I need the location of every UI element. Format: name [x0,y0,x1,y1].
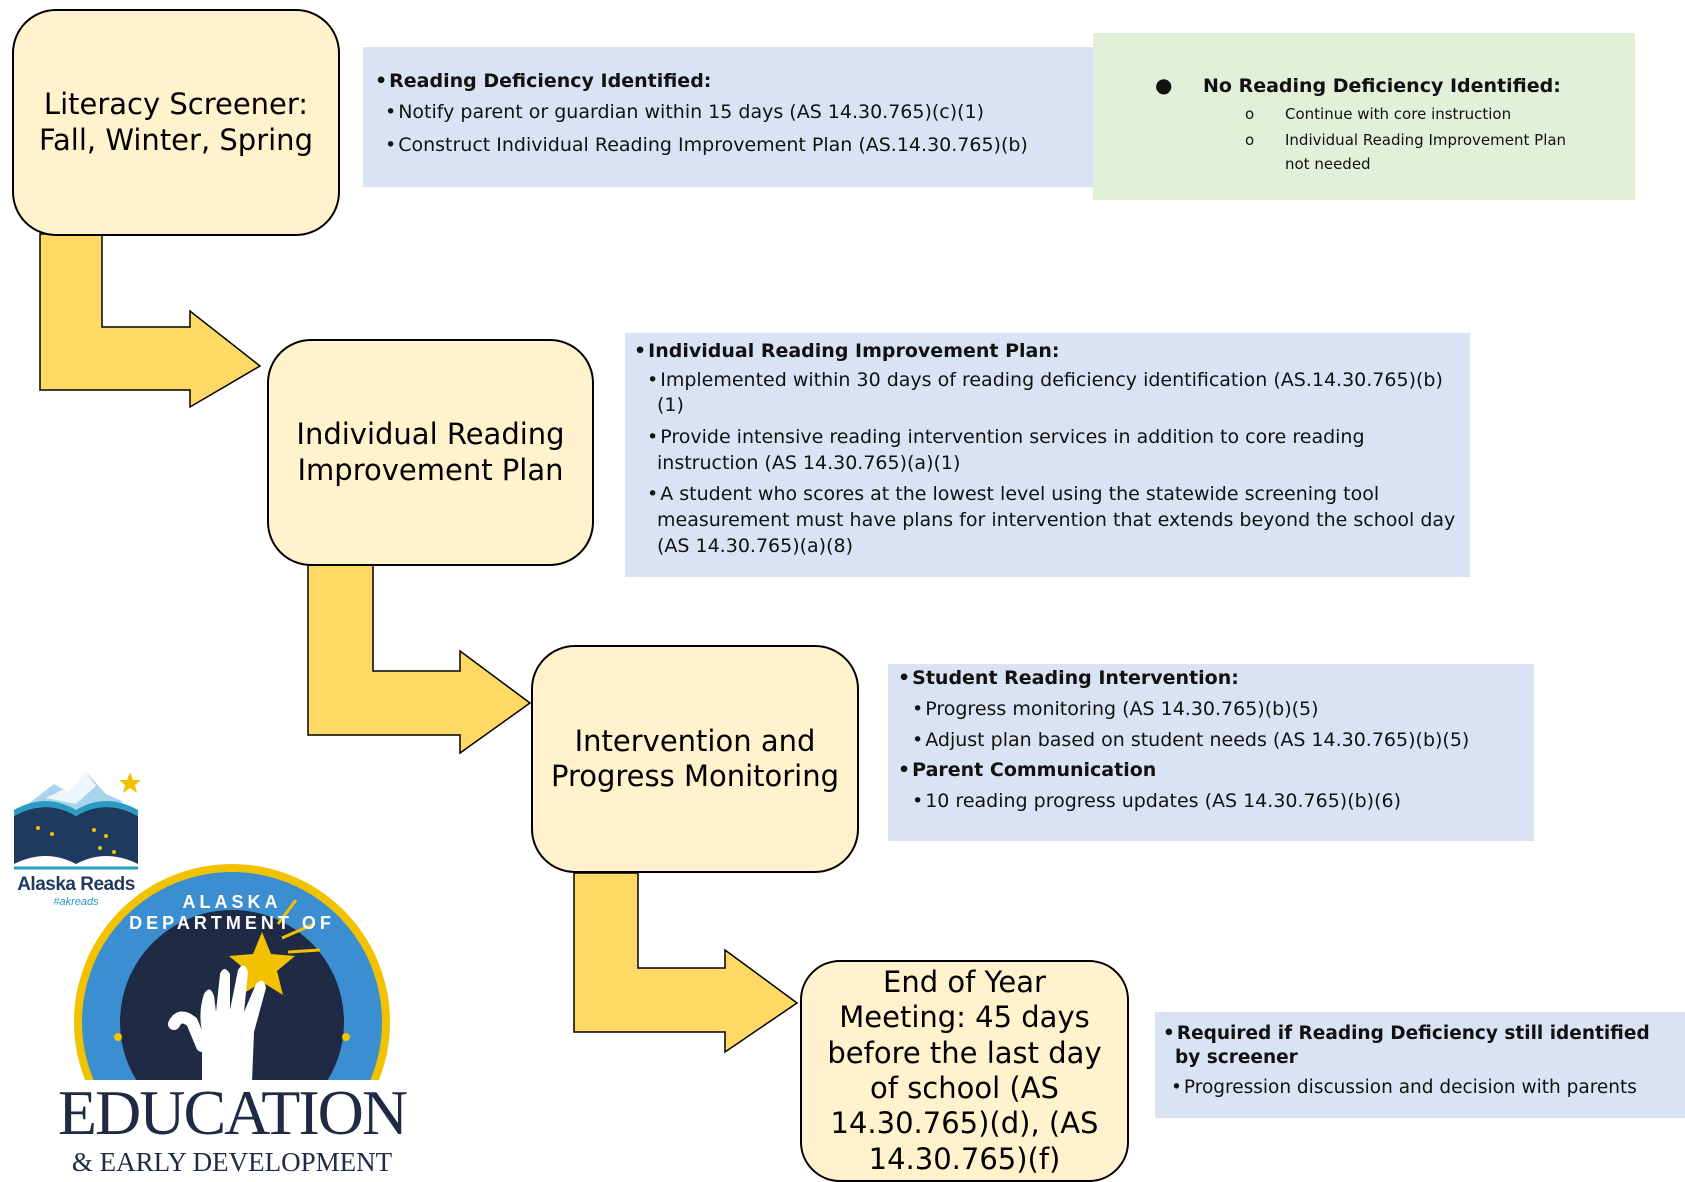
irip-label: Individual Reading Improvement Plan [296,417,565,487]
irip-heading: Individual Reading Improvement Plan: [634,339,1458,364]
no-deficiency-item: o Continue with core instruction [1155,103,1585,126]
intervention-heading: Student Reading Intervention: [898,666,1522,691]
department-seal-logo: ALASKA DEPARTMENT OF EDUCATION & EARLY D… [52,862,412,1180]
arrow-intervention-to-eoy [573,872,799,1054]
education-wordmark: EDUCATION [52,1080,412,1146]
alaska-reads-title: Alaska Reads [17,874,135,895]
seal-arc-text: ALASKA DEPARTMENT OF [129,892,335,933]
alaska-reads-logo: Alaska Reads #akreads [6,764,146,914]
no-deficiency-item-text: Individual Reading Improvement Plan not … [1285,130,1567,174]
intervention-item: Adjust plan based on student needs (AS 1… [898,728,1522,754]
eoy-box: End of Year Meeting: 45 days before the … [800,960,1129,1182]
deficiency-heading: Reading Deficiency Identified: [375,69,1083,94]
no-deficiency-item: o Individual Reading Improvement Plan no… [1155,128,1595,178]
irip-item: A student who scores at the lowest level… [634,482,1458,559]
irip-box: Individual Reading Improvement Plan [267,339,594,566]
irip-item: Provide intensive reading intervention s… [634,425,1458,476]
eoy-item: Progression discussion and decision with… [1163,1076,1679,1101]
open-book-icon [14,772,141,870]
eoy-panel: Required if Reading Deficiency still ide… [1155,1012,1685,1118]
eoy-label: End of Year Meeting: 45 days before the … [827,964,1102,1176]
no-deficiency-heading-text: No Reading Deficiency Identified: [1203,75,1561,97]
no-deficiency-panel: ● No Reading Deficiency Identified: o Co… [1093,33,1635,200]
intervention-item: 10 reading progress updates (AS 14.30.76… [898,789,1522,815]
eoy-heading: Required if Reading Deficiency still ide… [1163,1022,1679,1070]
deficiency-item: Construct Individual Reading Improvement… [375,133,1083,159]
circle-bullet-icon: o [1245,130,1255,149]
alaska-reads-tag: #akreads [53,896,99,908]
early-development-wordmark: & EARLY DEVELOPMENT [52,1147,412,1177]
arrow-screener-to-irip [39,233,262,409]
intervention-panel: Student Reading Intervention: Progress m… [888,664,1534,841]
irip-item: Implemented within 30 days of reading de… [634,368,1458,419]
intervention-label: Intervention and Progress Monitoring [550,723,840,793]
screener-box: Literacy Screener: Fall, Winter, Spring [12,9,340,236]
deficiency-item: Notify parent or guardian within 15 days… [375,100,1083,126]
no-deficiency-item-text: Continue with core instruction [1285,105,1512,123]
parent-communication-heading: Parent Communication [898,758,1522,783]
intervention-item: Progress monitoring (AS 14.30.765)(b)(5) [898,697,1522,723]
screener-label: Literacy Screener: Fall, Winter, Spring [39,87,313,157]
irip-panel: Individual Reading Improvement Plan: Imp… [625,333,1470,577]
bullet-icon: ● [1155,73,1173,97]
intervention-box: Intervention and Progress Monitoring [531,645,859,873]
no-deficiency-heading: ● No Reading Deficiency Identified: [1155,73,1635,97]
circle-bullet-icon: o [1245,105,1255,123]
arrow-irip-to-intervention [307,564,532,755]
deficiency-panel: Reading Deficiency Identified: Notify pa… [363,47,1095,187]
